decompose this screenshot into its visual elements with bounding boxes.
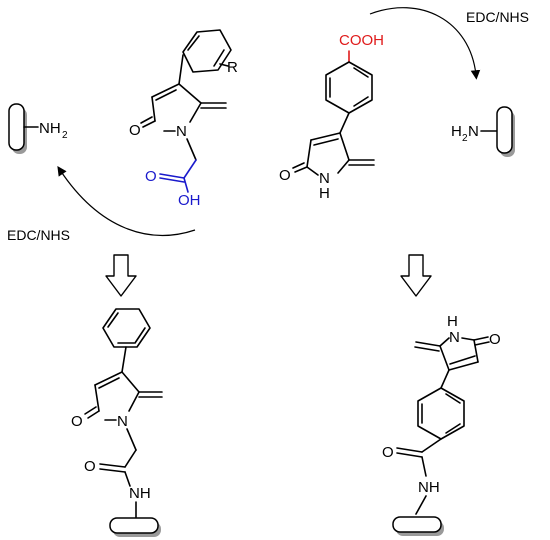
- product-left-n: N: [117, 413, 128, 430]
- curved-arrow-right: [369, 7, 481, 80]
- pyrrolone-n-left: N: [176, 123, 187, 140]
- product-right-amide-o: O: [382, 444, 394, 461]
- acid-o: O: [145, 168, 157, 185]
- carbonyl-o-right: O: [279, 167, 291, 184]
- molecule-phenyl-pyrrolone-acid: R O N O OH: [129, 29, 238, 209]
- product-left-carbonyl-o: O: [71, 413, 83, 430]
- product-right: H N O O NH: [382, 313, 501, 536]
- product-right-nh: NH: [418, 479, 440, 496]
- product-left: O N O NH: [71, 308, 163, 537]
- product-left-amide-o: O: [84, 458, 96, 475]
- r-group-label: R: [227, 59, 238, 76]
- amine-right-n: N: [468, 123, 479, 140]
- pyrrolone-h-right: H: [319, 185, 330, 202]
- down-arrow-right: [400, 254, 432, 297]
- acid-oh: OH: [178, 192, 201, 209]
- molecule-benzoic-pyrrolone: COOH O N H: [279, 32, 384, 202]
- carbonyl-o-left: O: [129, 122, 141, 139]
- amine-right-subscript: 2: [462, 133, 468, 144]
- product-left-nh: NH: [129, 485, 151, 502]
- curved-arrow-left: [57, 166, 196, 236]
- amine-left-subscript: 2: [62, 130, 68, 141]
- product-right-n: N: [449, 329, 460, 346]
- pyrrolone-n-right: N: [319, 170, 330, 187]
- reagent-right-label: EDC/NHS: [466, 9, 529, 25]
- amine-right-h: H: [451, 123, 462, 140]
- amine-bead-right: H 2 N: [451, 106, 515, 157]
- down-arrow-left: [105, 254, 137, 297]
- product-right-h: H: [447, 313, 458, 330]
- cooh-label: COOH: [339, 32, 384, 49]
- amine-bead-left: NH 2: [8, 103, 68, 154]
- amine-left-nh: NH: [39, 120, 61, 137]
- product-right-carbonyl-o: O: [489, 331, 501, 348]
- reagent-left-label: EDC/NHS: [7, 227, 70, 243]
